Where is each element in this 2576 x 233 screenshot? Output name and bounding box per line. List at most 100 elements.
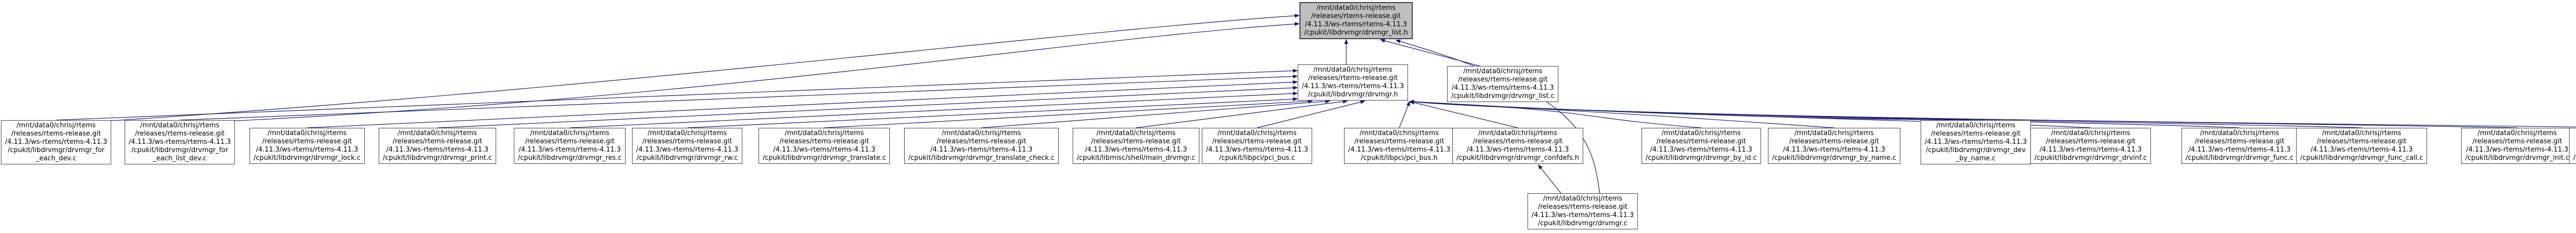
node-path-line: /cpukit/libdrvmgr/drvmgr_drvinf.c xyxy=(2034,154,2147,162)
node-path-line: /releases/rtems-release.git xyxy=(392,138,483,145)
node-translate-check-c[interactable]: /mnt/data0/chrisj/rtems/releases/rtems-r… xyxy=(904,128,1059,164)
node-root[interactable]: /mnt/data0/chrisj/rtems/releases/rtems-r… xyxy=(1299,2,1413,39)
include-edge xyxy=(1399,101,1410,128)
node-path-line: /mnt/data0/chrisj/rtems xyxy=(16,122,96,129)
node-drvmgr-list-c[interactable]: /mnt/data0/chrisj/rtems/releases/rtems-r… xyxy=(1447,66,1559,102)
node-path-line: /4.11.3/ws-rtems/rtems-4.11.3 xyxy=(1206,146,1309,154)
node-confdefs-h[interactable]: /mnt/data0/chrisj/rtems/releases/rtems-r… xyxy=(1452,128,1583,164)
node-pci-bus-h[interactable]: /mnt/data0/chrisj/rtems/releases/rtems-r… xyxy=(1344,128,1455,164)
node-lock-c[interactable]: /mnt/data0/chrisj/rtems/releases/rtems-r… xyxy=(249,128,365,164)
node-path-line: /mnt/data0/chrisj/rtems xyxy=(1096,129,1176,137)
node-drvmgr-c[interactable]: /mnt/data0/chrisj/rtems/releases/rtems-r… xyxy=(1527,193,1638,229)
node-path-line: /mnt/data0/chrisj/rtems xyxy=(1316,4,1396,12)
node-path-line: /releases/rtems-release.git xyxy=(1354,138,1445,145)
node-unregister-c[interactable]: /mnt/data0/chrisj/rtems/releases/rtems-r… xyxy=(2569,128,2576,164)
node-path-line: /mnt/data0/chrisj/rtems xyxy=(648,129,727,137)
include-edge xyxy=(981,99,1331,128)
node-path-line: /cpukit/libdrvmgr/drvmgr_unregister.c xyxy=(2573,154,2576,162)
node-func-call-c[interactable]: /mnt/data0/chrisj/rtems/releases/rtems-r… xyxy=(2296,128,2428,164)
node-path-line: /releases/rtems-release.git xyxy=(134,130,225,138)
node-path-line: /4.11.3/ws-rtems/rtems-4.11.3 xyxy=(386,146,489,154)
node-main-drvmgr-c[interactable]: /mnt/data0/chrisj/rtems/releases/rtems-r… xyxy=(1073,128,1199,164)
node-rw-c[interactable]: /mnt/data0/chrisj/rtems/releases/rtems-r… xyxy=(632,128,743,164)
node-translate-c[interactable]: /mnt/data0/chrisj/rtems/releases/rtems-r… xyxy=(758,128,890,164)
node-dev-by-name-c[interactable]: /mnt/data0/chrisj/rtems/releases/rtems-r… xyxy=(1920,120,2031,164)
node-path-line: /4.11.3/ws-rtems/rtems-4.11.3 xyxy=(2573,146,2576,154)
include-edge xyxy=(569,91,1298,128)
node-path-line: /releases/rtems-release.git xyxy=(2472,138,2562,145)
node-drvmgr-h[interactable]: /mnt/data0/chrisj/rtems/releases/rtems-r… xyxy=(1297,64,1409,101)
node-print-c[interactable]: /mnt/data0/chrisj/rtems/releases/rtems-r… xyxy=(379,128,496,164)
node-for-each-list-dev-c[interactable]: /mnt/data0/chrisj/rtems/releases/rtems-r… xyxy=(124,120,235,164)
node-path-line: /4.11.3/ws-rtems/rtems-4.11.3 xyxy=(773,146,876,154)
node-path-line: /4.11.3/ws-rtems/rtems-4.11.3 xyxy=(1084,146,1188,154)
node-path-line: /4.11.3/ws-rtems/rtems-4.11.3 xyxy=(518,146,621,154)
node-path-line: /4.11.3/ws-rtems/rtems-4.11.3 xyxy=(2039,146,2142,154)
node-path-line: /releases/rtems-release.git xyxy=(1789,138,1879,145)
node-path-line: /releases/rtems-release.git xyxy=(2316,138,2407,145)
node-path-line: /cpukit/libdrvmgr/drvmgr_for xyxy=(131,146,228,154)
node-path-line: /mnt/data0/chrisj/rtems xyxy=(785,129,864,137)
node-path-line: /cpukit/libdrvmgr/drvmgr_translate.c xyxy=(762,154,886,162)
node-path-line: /releases/rtems-release.git xyxy=(2045,138,2136,145)
include-edge xyxy=(824,99,1313,128)
node-drvinf-c[interactable]: /mnt/data0/chrisj/rtems/releases/rtems-r… xyxy=(2030,128,2151,164)
node-path-line: /releases/rtems-release.git xyxy=(1472,138,1563,145)
node-path-line: /releases/rtems-release.git xyxy=(2573,138,2576,146)
node-path-line: /mnt/data0/chrisj/rtems xyxy=(1936,122,2015,129)
node-path-line: /releases/rtems-release.git xyxy=(642,138,733,145)
node-path-line: /releases/rtems-release.git xyxy=(1212,138,1302,145)
node-path-line: /4.11.3/ws-rtems/rtems-4.11.3 xyxy=(1783,146,1886,154)
node-path-line: /releases/rtems-release.git xyxy=(1458,76,1548,84)
node-path-line: /cpukit/libdrvmgr/drvmgr_init.c xyxy=(2465,154,2569,162)
node-path-line: /mnt/data0/chrisj/rtems xyxy=(1478,129,1557,137)
include-edge xyxy=(1409,99,2240,128)
node-init-c[interactable]: /mnt/data0/chrisj/rtems/releases/rtems-r… xyxy=(2461,128,2573,164)
node-path-line: /releases/rtems-release.git xyxy=(1656,138,1746,145)
include-edge xyxy=(1409,99,2576,127)
node-path-line: /releases/rtems-release.git xyxy=(524,138,615,145)
node-pci-bus-c[interactable]: /mnt/data0/chrisj/rtems/releases/rtems-r… xyxy=(1201,128,1313,164)
node-path-line: /releases/rtems-release.git xyxy=(779,138,869,145)
node-path-line: /cpukit/libdrvmgr/drvmgr_lock.c xyxy=(253,154,361,162)
node-path-line: /cpukit/libdrvmgr/drvmgr_res.c xyxy=(518,154,622,162)
node-by-id-c[interactable]: /mnt/data0/chrisj/rtems/releases/rtems-r… xyxy=(1641,128,1761,164)
node-func-c[interactable]: /mnt/data0/chrisj/rtems/releases/rtems-r… xyxy=(2181,128,2298,164)
node-path-line: /4.11.3/ws-rtems/rtems-4.11.3 xyxy=(930,146,1033,154)
node-for-each-dev-c[interactable]: /mnt/data0/chrisj/rtems/releases/rtems-r… xyxy=(1,120,112,164)
node-path-line: /4.11.3/ws-rtems/rtems-4.11.3 xyxy=(1650,146,1753,154)
node-path-line: /mnt/data0/chrisj/rtems xyxy=(140,122,219,129)
node-path-line: /mnt/data0/chrisj/rtems xyxy=(2200,129,2279,137)
node-path-line: /4.11.3/ws-rtems/rtems-4.11.3 xyxy=(1531,211,1634,219)
include-edge xyxy=(105,13,1300,122)
node-path-line: /cpukit/libdrvmgr/drvmgr_confdefs.h xyxy=(1456,154,1579,162)
node-by-name-c[interactable]: /mnt/data0/chrisj/rtems/releases/rtems-r… xyxy=(1768,128,1901,164)
node-path-line: /releases/rtems-release.git xyxy=(2194,138,2285,145)
node-res-c[interactable]: /mnt/data0/chrisj/rtems/releases/rtems-r… xyxy=(514,128,626,164)
node-path-line: /cpukit/libdrvmgr/drvmgr_dev xyxy=(1925,146,2026,154)
node-path-line: /4.11.3/ws-rtems/rtems-4.11.3 xyxy=(2310,146,2413,154)
node-path-line: /cpukit/libdrvmgr/drvmgr_by_id.c xyxy=(1646,154,1757,162)
node-path-line: /releases/rtems-release.git xyxy=(1308,74,1398,82)
include-edge xyxy=(179,74,1298,121)
node-path-line: /mnt/data0/chrisj/rtems xyxy=(530,129,609,137)
node-path-line: /cpukit/libmisc/shell/main_drvmgr.c xyxy=(1077,154,1195,162)
node-path-line: /cpukit/libdrvmgr/drvmgr.h xyxy=(1308,91,1398,98)
node-path-line: /4.11.3/ws-rtems/rtems-4.11.3 xyxy=(128,138,231,146)
node-path-line: /4.11.3/ws-rtems/rtems-4.11.3 xyxy=(256,146,359,154)
node-path-line: /cpukit/libdrvmgr/drvmgr_translate_check… xyxy=(908,154,1055,162)
include-edge xyxy=(687,97,1298,128)
node-path-line: /cpukit/libdrvmgr/drvmgr_list.c xyxy=(1451,92,1555,100)
node-path-line: _by_name.c xyxy=(1956,155,1996,162)
node-path-line: /mnt/data0/chrisj/rtems xyxy=(1360,129,1439,137)
include-edge xyxy=(1257,100,1366,128)
node-path-line: /releases/rtems-release.git xyxy=(1091,138,1181,145)
node-path-line: /mnt/data0/chrisj/rtems xyxy=(2322,129,2401,137)
node-path-line: /cpukit/libdrvmgr/drvmgr_func.c xyxy=(2185,154,2294,162)
node-path-line: /4.11.3/ws-rtems/rtems-4.11.3 xyxy=(1304,21,1408,28)
node-path-line: /releases/rtems-release.git xyxy=(1930,130,2021,138)
node-path-line: /cpukit/libdrvmgr/drvmgr_func_call.c xyxy=(2300,154,2424,162)
node-path-line: /cpukit/libdrvmgr/drvmgr_for xyxy=(8,146,105,154)
node-path-line: /mnt/data0/chrisj/rtems xyxy=(1463,68,1543,75)
